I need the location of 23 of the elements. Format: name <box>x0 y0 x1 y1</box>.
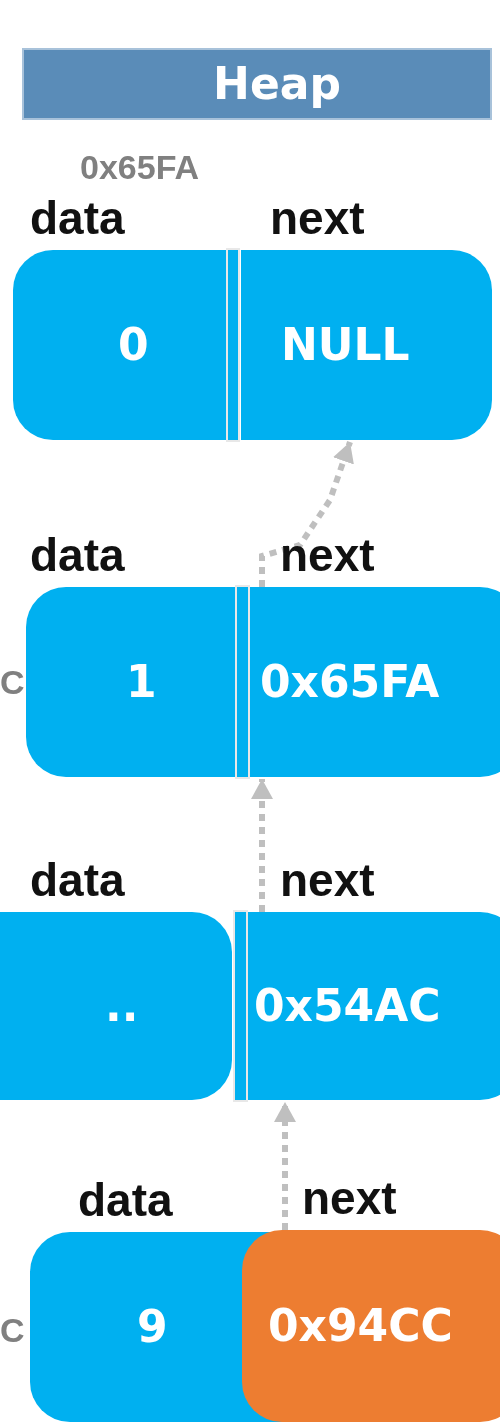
field-label: next <box>280 857 375 903</box>
dotted-arrow <box>259 441 354 587</box>
field-label: data <box>30 857 125 903</box>
cell-value: NULL <box>281 323 410 367</box>
cell-value: 0 <box>118 323 149 367</box>
field-label: next <box>280 532 375 578</box>
field-label: data <box>30 195 125 241</box>
field-label: data <box>30 532 125 578</box>
address-label: C <box>0 665 25 699</box>
cell-value: 0x94CC <box>268 1304 453 1348</box>
address-label: 0x65FA <box>80 150 200 184</box>
field-label: next <box>270 195 365 241</box>
address-label: C <box>0 1313 25 1347</box>
dotted-arrow <box>251 779 273 912</box>
field-label: next <box>302 1175 397 1221</box>
field-label: data <box>78 1177 173 1223</box>
cell-value: 1 <box>126 660 157 704</box>
cell-value: 0x65FA <box>260 660 440 704</box>
heading-text: Heap <box>212 62 341 106</box>
dotted-arrow <box>274 1102 296 1230</box>
cell-value: 0x54AC <box>254 984 441 1028</box>
cell-value: .. <box>105 984 139 1028</box>
cell-value: 9 <box>137 1305 168 1349</box>
